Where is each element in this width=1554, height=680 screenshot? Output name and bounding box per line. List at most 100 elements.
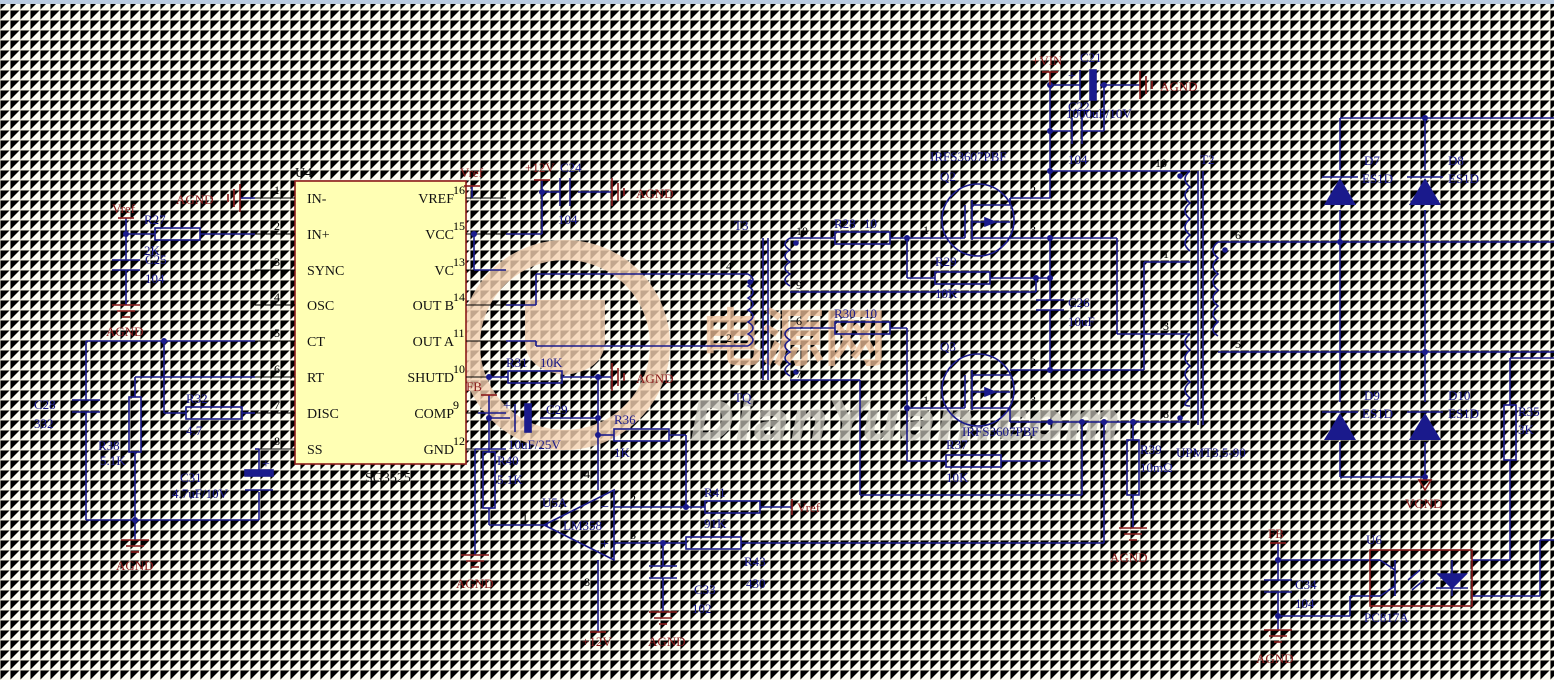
- lbl-q3-part: IRFS3607PBF: [962, 424, 1039, 439]
- c33-symbol: [649, 565, 677, 579]
- u4-pin-outa: OUT A: [413, 335, 455, 350]
- lbl-q3-pin3: 3: [1030, 393, 1036, 407]
- lbl-u5a-ref: U5A: [542, 495, 568, 510]
- grounds: [112, 71, 1433, 643]
- c31-symbol: +: [244, 457, 274, 491]
- u5a-opamp[interactable]: − +: [542, 488, 615, 562]
- r27-body[interactable]: [154, 227, 201, 241]
- resistors[interactable]: [128, 227, 1517, 550]
- opamp-minus-sign: −: [600, 499, 609, 516]
- u4-pin-rt: RT: [307, 371, 324, 386]
- u4-pin-outb: OUT B: [413, 299, 454, 314]
- lbl-agnd-4: AGND: [636, 186, 674, 201]
- r40-body[interactable]: [482, 451, 496, 509]
- u4-pin-in-plus: IN+: [307, 228, 330, 243]
- diodes[interactable]: [1322, 176, 1443, 440]
- q3-mosfet[interactable]: [940, 353, 1015, 427]
- u4-pin-ss: SS: [307, 443, 323, 458]
- lbl-c33-val: 102: [692, 601, 712, 616]
- q2-mosfet[interactable]: [940, 183, 1015, 257]
- c26-symbol: [1036, 299, 1064, 311]
- lbl-r30-val: 10: [864, 306, 877, 321]
- u4-pin-comp: COMP: [414, 407, 454, 422]
- c22-symbol: [1071, 118, 1083, 144]
- r41-body[interactable]: [704, 500, 761, 514]
- u4-part: SG3525: [365, 471, 411, 486]
- lbl-vgnd: VGND: [1405, 496, 1443, 511]
- gnd-c33: [649, 611, 677, 625]
- watermark-cn: 电源网: [700, 302, 886, 375]
- lbl-agnd-2: AGND: [106, 324, 144, 339]
- r32-body[interactable]: [185, 406, 243, 420]
- u4-pinnum-2: 2: [274, 219, 280, 233]
- r30-body[interactable]: [834, 321, 891, 335]
- lbl-vref-1: Vref: [112, 201, 136, 216]
- t2-transformer[interactable]: [1177, 170, 1228, 425]
- lbl-t3-ref: T3: [734, 218, 748, 233]
- lbl-agnd-1: AGND: [176, 192, 214, 207]
- c21-symbol: +: [1068, 69, 1097, 101]
- lbl-c29-ref: C29: [546, 402, 568, 417]
- r37-body[interactable]: [945, 454, 1002, 468]
- d10-symbol: [1407, 411, 1443, 440]
- lbl-r29-val: 10K: [935, 286, 958, 301]
- lbl-c21-ref: C21: [1080, 50, 1102, 65]
- lbl-t2-part: UPMT3.5-90: [1176, 445, 1246, 460]
- svg-text:+: +: [503, 399, 511, 414]
- c29-symbol: +: [503, 399, 532, 433]
- u4-pinnum-15: 15: [453, 219, 465, 233]
- lbl-t3-pin4: 4: [726, 259, 732, 273]
- lbl-q2-pin1: 1: [923, 223, 929, 237]
- r28-body[interactable]: [834, 231, 891, 245]
- u4-pin-in-minus: IN-: [307, 192, 327, 207]
- wires: [85, 84, 1554, 632]
- u4-pinnum-11: 11: [453, 326, 465, 340]
- u4-pinnum-7: 7: [274, 398, 280, 412]
- r31-body[interactable]: [507, 370, 563, 384]
- capacitors[interactable]: + + +: [72, 69, 1292, 593]
- u4-pin-disc: DISC: [307, 407, 339, 422]
- u4-chip[interactable]: U4 SG3525 IN- IN+ SYNC OSC CT RT DISC: [255, 166, 506, 486]
- lbl-u5a-part: LM358: [563, 518, 602, 533]
- r39-body[interactable]: [1126, 439, 1140, 496]
- lbl-c25-ref: C25: [145, 252, 167, 267]
- lbl-t3-pin7: 7: [796, 367, 802, 381]
- gnd-c34: [1264, 629, 1292, 643]
- u4-ref: U4: [295, 166, 312, 181]
- lbl-t2-pin3: 3: [1163, 319, 1169, 333]
- lbl-r43-val: 430: [746, 576, 766, 591]
- lbl-r39-ref: R39: [1140, 442, 1162, 457]
- gnd-r39: [1119, 527, 1147, 541]
- r29-body[interactable]: [934, 271, 991, 285]
- u6-optocoupler[interactable]: [1369, 549, 1473, 607]
- r38-body[interactable]: [128, 396, 142, 453]
- r43-body[interactable]: [685, 536, 742, 550]
- lbl-agnd-3: AGND: [116, 558, 154, 573]
- lbl-r28-ref: R28: [834, 216, 856, 231]
- u4-pin-ct: CT: [307, 335, 325, 350]
- r36-body[interactable]: [613, 428, 670, 442]
- t3-transformer[interactable]: [746, 237, 799, 380]
- lbl-q2-pin3: 3: [1030, 223, 1036, 237]
- labels: AGND Vref R27 2K C25 104 AGND C28 332 R3…: [34, 50, 1540, 666]
- lbl-c28-ref: C28: [34, 397, 56, 412]
- c25-symbol: [112, 259, 140, 271]
- u4-pin-vc: VC: [435, 264, 454, 279]
- lbl-u5a-pin8: 8: [584, 575, 590, 589]
- watermark: 电源网 DianYuan.com: [460, 240, 1121, 453]
- lbl-r29-ref: R29: [935, 254, 957, 269]
- gnd-c21: [1139, 71, 1153, 99]
- lbl-q2-ref: Q2: [940, 169, 956, 184]
- lbl-agnd-5: AGND: [636, 371, 674, 386]
- junctions: [123, 82, 1428, 619]
- u4-pinnum-9: 9: [453, 398, 459, 412]
- r35-body[interactable]: [1503, 404, 1517, 461]
- lbl-vin: +VIN: [1032, 53, 1063, 68]
- lbl-c26-val: 10uF: [1068, 314, 1095, 329]
- lbl-c29-val: 10uF/25V: [508, 437, 561, 452]
- lbl-t2-pin10: 10: [1155, 156, 1167, 170]
- svg-text:+: +: [1068, 69, 1076, 84]
- gnd-r38: [121, 539, 149, 553]
- u4-pinnum-6: 6: [274, 362, 280, 376]
- u4-pinnum-16: 16: [453, 183, 465, 197]
